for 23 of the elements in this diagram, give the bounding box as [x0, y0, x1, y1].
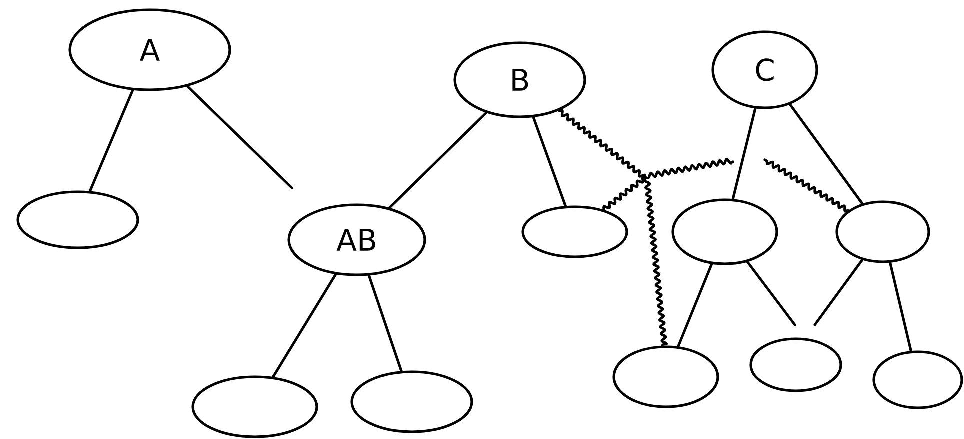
- empty-ellipse: [672, 198, 778, 266]
- connector-line: [272, 273, 338, 378]
- empty-ellipse: [612, 346, 720, 408]
- empty-ellipse: [16, 190, 140, 250]
- connector-line: [764, 158, 850, 213]
- empty-ellipse: [872, 350, 964, 410]
- connector-line: [88, 89, 134, 193]
- connector-line: [532, 116, 567, 208]
- empty-ellipse: [350, 370, 474, 434]
- empty-ellipse: [836, 200, 930, 264]
- connector-line: [388, 112, 488, 210]
- empty-ellipse: [750, 338, 842, 392]
- connector-line: [677, 262, 714, 348]
- empty-ellipse: [522, 206, 628, 258]
- connector-line: [814, 258, 864, 326]
- empty-ellipse: [192, 376, 318, 438]
- connector-line: [732, 107, 757, 200]
- connector-line: [558, 109, 668, 348]
- connector-line: [889, 262, 912, 352]
- connector-line: [746, 260, 796, 326]
- connector-line: [788, 103, 864, 206]
- connector-line: [186, 85, 294, 190]
- connector-line: [368, 274, 403, 372]
